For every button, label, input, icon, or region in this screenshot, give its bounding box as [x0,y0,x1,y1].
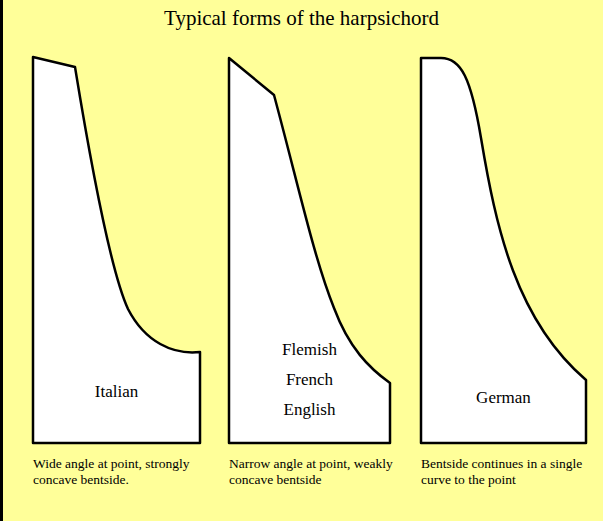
case-outline [229,58,390,443]
case-outline [33,57,200,443]
name-group: FlemishFrenchEnglish [229,335,390,425]
case-outline [421,58,586,443]
style-name: Italian [33,377,200,407]
shape-caption: Narrow angle at point, weakly concave be… [229,456,404,488]
name-group: German [421,383,586,413]
name-group: Italian [33,377,200,407]
style-name: French [229,365,390,395]
shape-caption: Wide angle at point, strongly concave be… [33,456,208,488]
style-name: Flemish [229,335,390,365]
style-name: German [421,383,586,413]
harpsichord-outline: FlemishFrenchEnglishNarrow angle at poin… [229,58,390,443]
style-name: English [229,395,390,425]
shape-caption: Bentside continues in a single curve to … [421,456,591,488]
case-shape [421,58,586,443]
left-rule [0,0,3,521]
diagram-title: Typical forms of the harpsichord [0,6,603,31]
harpsichord-outline: ItalianWide angle at point, strongly con… [33,57,200,443]
harpsichord-outline: GermanBentside continues in a single cur… [421,58,586,443]
